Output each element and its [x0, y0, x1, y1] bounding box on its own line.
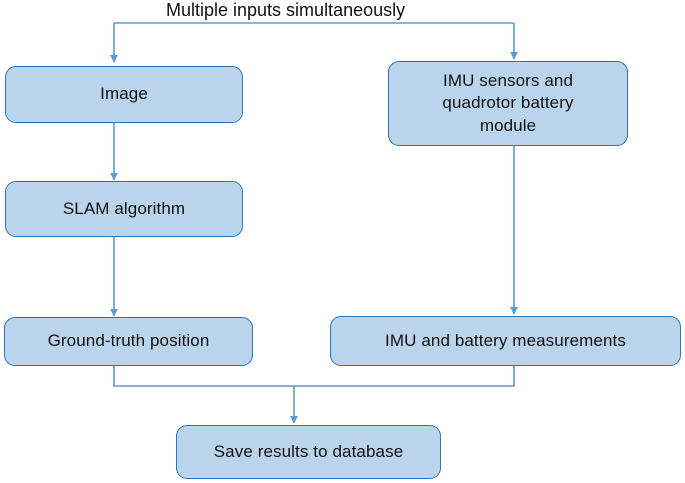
node-ground-truth-position-label: Ground-truth position — [47, 331, 210, 351]
node-save-results-to-database-label: Save results to database — [213, 441, 404, 461]
edge-merge-to-save-results — [113, 366, 515, 424]
node-save-results-to-database[interactable]: Save results to database — [176, 425, 441, 479]
node-imu-and-battery-measurements-label: IMU and battery measurements — [385, 330, 626, 350]
node-imu-and-battery-measurements[interactable]: IMU and battery measurements — [330, 316, 681, 366]
node-imu-sensors-label: IMU sensors and quadrotor battery module — [442, 70, 574, 135]
diagram-caption: Multiple inputs simultaneously — [166, 0, 406, 20]
node-slam-algorithm-label: SLAM algorithm — [62, 198, 186, 218]
node-image-label: Image — [100, 84, 148, 104]
edge-inputs-bus — [110, 22, 518, 63]
node-ground-truth-position[interactable]: Ground-truth position — [4, 317, 253, 366]
node-image[interactable]: Image — [5, 66, 243, 123]
node-imu-sensors[interactable]: IMU sensors and quadrotor battery module — [388, 61, 628, 146]
node-slam-algorithm[interactable]: SLAM algorithm — [5, 181, 243, 237]
